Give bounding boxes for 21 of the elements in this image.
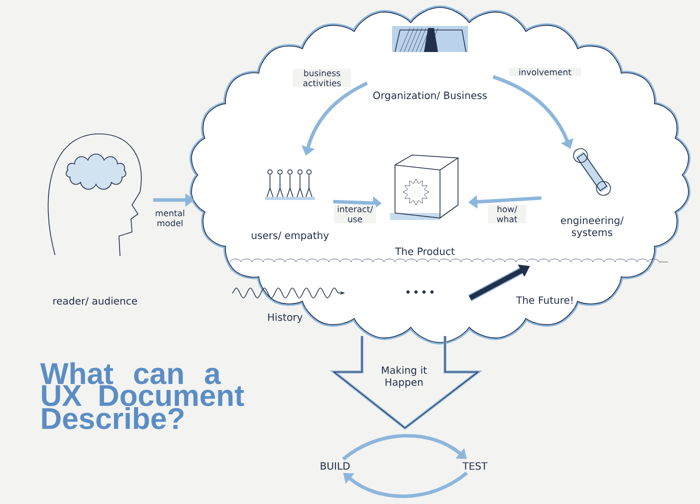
product-node: The Product	[390, 154, 460, 256]
step-label: TEST	[462, 462, 488, 470]
edge-label: mental model	[149, 208, 191, 228]
node-label: reader/ audience	[53, 296, 138, 306]
users-node: users/ empathy	[252, 169, 329, 242]
edge-label: involvement	[509, 68, 581, 76]
node-label: The Product	[395, 247, 455, 256]
edge-label: interact/ use	[334, 204, 376, 224]
person-node: reader/ audience	[48, 134, 142, 306]
timeline-label: History	[268, 313, 302, 323]
engineering-node: engineering/ systems	[560, 148, 624, 238]
timeline-label: The Future!	[516, 296, 572, 304]
node-label: users/ empathy	[252, 231, 329, 242]
edge-label: how/ what	[488, 204, 526, 224]
organization-node: Organization/ Business	[373, 26, 487, 102]
edge-label: business activities	[293, 68, 351, 88]
cloud-shape	[190, 6, 690, 344]
node-label: Organization/ Business	[373, 91, 487, 102]
step-label: BUILD	[320, 462, 350, 470]
node-label: engineering/ systems	[560, 216, 624, 238]
title: What can a UX Document Describe?	[40, 362, 244, 430]
